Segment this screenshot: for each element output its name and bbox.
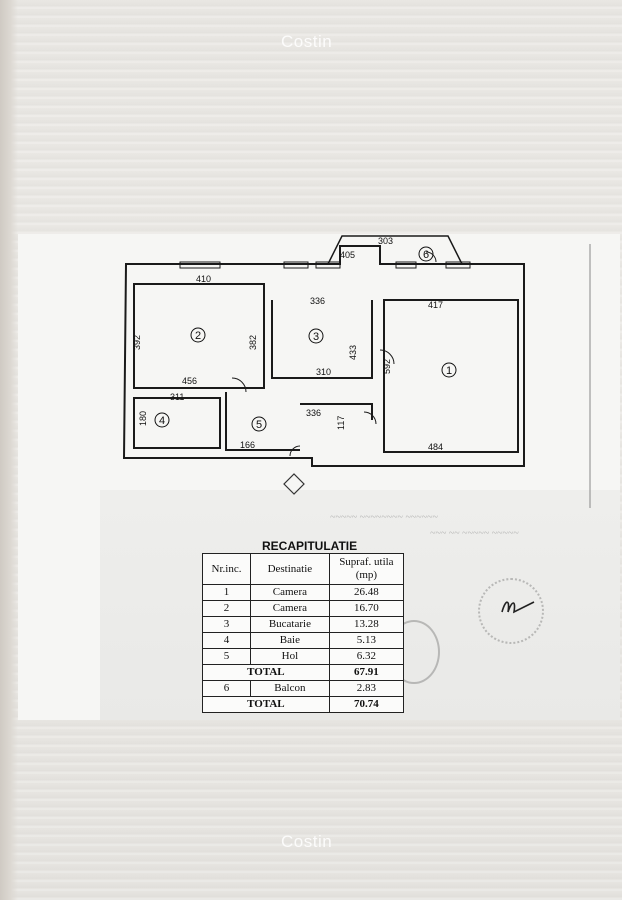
room-2-number: 2 <box>195 330 201 342</box>
cell-area: 5.13 <box>328 632 405 649</box>
dim-label: 410 <box>196 274 211 284</box>
room-1-number: 1 <box>446 365 452 377</box>
dim-label: 180 <box>138 411 148 426</box>
signature <box>501 601 535 614</box>
cell-dest: Camera <box>250 584 330 601</box>
dim-label: 456 <box>182 376 197 386</box>
table-row: 4 Baie 5.13 <box>202 632 405 649</box>
window <box>179 261 221 269</box>
entrance-arrow <box>283 473 305 495</box>
cell-dest: Baie <box>250 632 330 649</box>
room-1-outline <box>383 299 519 453</box>
outer-wall <box>122 245 525 467</box>
table-row: 5 Hol 6.32 <box>202 648 405 665</box>
room-3-number: 3 <box>313 331 319 343</box>
watermark-top: Costin <box>281 32 333 51</box>
recap-title: RECAPITULATIE <box>262 539 358 553</box>
cell-area: 26.48 <box>328 584 405 601</box>
room-4-number: 4 <box>159 415 165 427</box>
dim-label: 392 <box>132 335 142 350</box>
dim-label: 336 <box>310 296 325 306</box>
room-6-number: 6 <box>423 249 429 261</box>
cell-dest: Hol <box>250 648 330 665</box>
cell-dest: Balcon <box>250 680 330 697</box>
cell-nr: 1 <box>202 584 251 601</box>
header-nr: Nr.inc. <box>202 553 251 585</box>
cell-area: 16.70 <box>328 600 405 617</box>
room-3-outline <box>271 300 373 379</box>
room-4-outline <box>133 397 221 449</box>
hall-wall <box>225 392 300 451</box>
dim-label: 484 <box>428 442 443 452</box>
cell-nr: 2 <box>202 600 251 617</box>
door-arc <box>363 411 377 425</box>
cell-nr: 5 <box>202 648 251 665</box>
cell-nr: 3 <box>202 616 251 633</box>
subtotal-row: TOTAL 67.91 <box>202 664 405 681</box>
total-row: TOTAL 70.74 <box>202 696 405 713</box>
dim-label: 405 <box>340 250 355 260</box>
total-label: TOTAL <box>202 696 330 713</box>
window <box>315 261 341 269</box>
table-row: 1 Camera 26.48 <box>202 584 405 601</box>
faded-handwriting: ~~~~~ ~~~~~~~~ ~~~~~~ <box>330 512 438 523</box>
cell-nr: 4 <box>202 632 251 649</box>
dim-label: 382 <box>248 335 258 350</box>
cell-area: 6.32 <box>328 648 405 665</box>
table-row: 2 Camera 16.70 <box>202 600 405 617</box>
door-arc <box>231 377 247 393</box>
dim-label: 117 <box>336 416 346 430</box>
dim-label: 592 <box>382 359 392 374</box>
cell-nr: 6 <box>202 680 251 697</box>
dim-label: 433 <box>348 345 358 360</box>
dim-label: 417 <box>428 300 443 310</box>
balcony-outline <box>327 235 463 265</box>
cell-area: 13.28 <box>328 616 405 633</box>
dim-label: 311 <box>170 392 184 402</box>
subtotal-value: 67.91 <box>328 664 405 681</box>
left-edge-shadow <box>0 0 18 900</box>
total-value: 70.74 <box>328 696 405 713</box>
cell-dest: Camera <box>250 600 330 617</box>
cell-area: 2.83 <box>328 680 405 697</box>
room-2-outline <box>133 283 265 389</box>
subtotal-label: TOTAL <box>202 664 330 681</box>
dim-label: 310 <box>316 367 331 377</box>
header-area: Supraf. utila (mp) <box>328 553 405 585</box>
header-dest: Destinatie <box>250 553 330 585</box>
table-header-row: Nr.inc. Destinatie Supraf. utila (mp) <box>202 553 405 585</box>
dim-label: 303 <box>378 236 393 246</box>
faded-handwriting: ~~~ ~~ ~~~~~ ~~~~~ <box>430 528 519 539</box>
cell-dest: Bucatarie <box>250 616 330 633</box>
room-5-number: 5 <box>256 419 262 431</box>
door-arc <box>289 445 301 457</box>
table-row: 3 Bucatarie 13.28 <box>202 616 405 633</box>
dim-label: 166 <box>240 440 255 450</box>
table-row: 6 Balcon 2.83 <box>202 680 405 697</box>
watermark-bottom: Costin <box>281 832 333 851</box>
window <box>445 261 471 269</box>
recap-table: Nr.inc. Destinatie Supraf. utila (mp) 1 … <box>202 553 405 713</box>
door-arc <box>379 349 395 365</box>
round-stamp <box>478 578 544 644</box>
window <box>283 261 309 269</box>
window <box>395 261 417 269</box>
dim-label: 336 <box>306 408 321 418</box>
